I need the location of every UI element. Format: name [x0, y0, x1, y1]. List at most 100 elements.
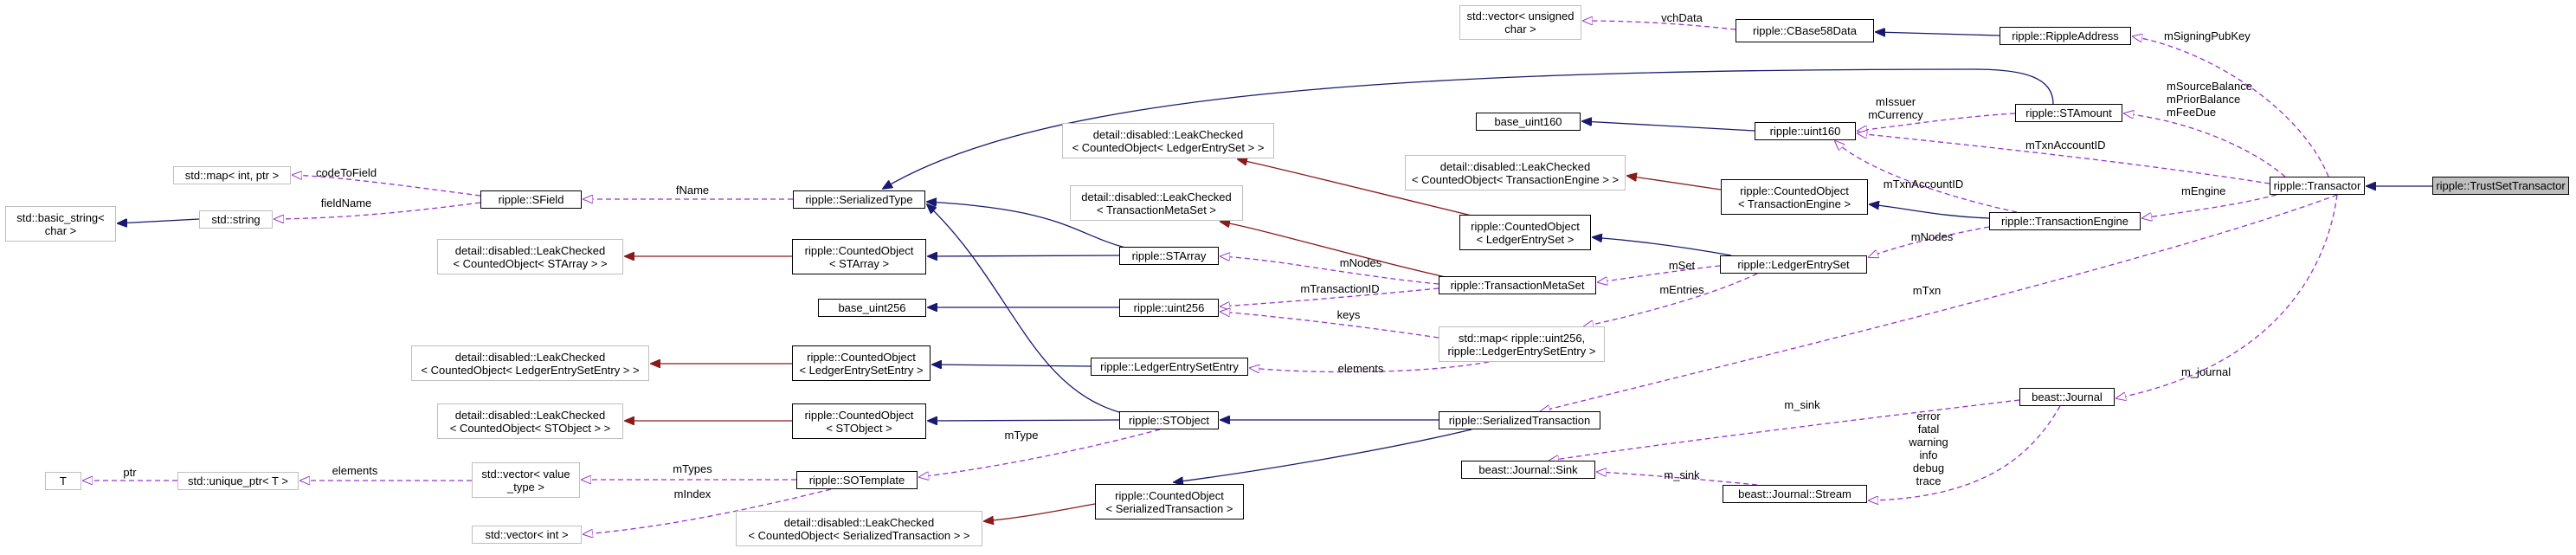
edge-address-to-cbase58	[1876, 32, 2000, 35]
edge-stamount-to-serializedtype	[883, 68, 2054, 189]
edge-label-m-sink-stream: m_sink	[1664, 468, 1700, 481]
node-label-line: < TransactionEngine >	[1737, 197, 1852, 210]
node-std-map-int-ptr: std::map< int, ptr >	[173, 166, 291, 184]
edge-label-ptr: ptr	[123, 466, 137, 479]
node-label-line: < CountedObject< TransactionEngine > >	[1411, 172, 1620, 186]
edge-txmetaset-to-leak	[1220, 222, 1446, 278]
node-label: ripple::SField	[498, 193, 564, 206]
edge-stx-to-counted	[1174, 429, 1472, 482]
node-uint256[interactable]: ripple::uint256	[1119, 299, 1219, 317]
node-label: ripple::TransactionEngine	[2001, 215, 2128, 228]
node-label-line: < CountedObject< LedgerEntrySetEntry > >	[421, 363, 640, 377]
node-counted-object-ledger-entry-set[interactable]: ripple::CountedObject< LedgerEntrySet >	[1459, 215, 1591, 250]
node-counted-object-starray[interactable]: ripple::CountedObject< STArray >	[792, 239, 926, 274]
edge-label-fname: fName	[675, 184, 710, 197]
node-label: beast::Journal::Sink	[1478, 463, 1578, 476]
node-label: ripple::SOTemplate	[808, 474, 905, 487]
edge-label-mengine: mEngine	[2181, 184, 2226, 197]
node-label-line: ripple::CountedObject	[1471, 219, 1580, 233]
node-counted-object-ledger-entry-set-entry[interactable]: ripple::CountedObject< LedgerEntrySetEnt…	[792, 345, 931, 381]
node-label: ripple::RippleAddress	[2012, 29, 2119, 42]
node-label-line: detail::disabled::LeakChecked	[454, 350, 606, 364]
node-ledger-entry-set-entry[interactable]: ripple::LedgerEntrySetEntry	[1091, 358, 1248, 376]
node-transaction-engine[interactable]: ripple::TransactionEngine	[1989, 212, 2141, 230]
node-label-line: ripple::CountedObject	[804, 408, 914, 422]
node-label-line: std::vector< value	[481, 467, 570, 481]
node-label-line: < STObject >	[826, 421, 892, 435]
node-stobject[interactable]: ripple::STObject	[1119, 411, 1219, 429]
edge-mnodes-engine	[1869, 226, 1990, 257]
edge-elements-map	[1250, 361, 1490, 372]
node-label: std::string	[211, 213, 261, 226]
node-label: std::unique_ptr< T >	[188, 474, 288, 487]
node-vector-int: std::vector< int >	[472, 526, 582, 544]
node-base-uint160[interactable]: base_uint160	[1476, 113, 1581, 131]
edge-mengine	[2142, 194, 2277, 218]
node-beast-journal[interactable]: beast::Journal	[2019, 388, 2115, 406]
edge-missuer-mcurrency	[1858, 113, 2016, 131]
node-counted-object-stobject[interactable]: ripple::CountedObject< STObject >	[792, 403, 926, 439]
node-t: T	[45, 472, 81, 490]
node-label-line: < SerializedTransaction >	[1105, 501, 1233, 515]
node-std-map-uint256: std::map< ripple::uint256,ripple::Ledger…	[1439, 326, 1605, 362]
node-leakchecked-serialized-transaction: detail::disabled::LeakChecked< CountedOb…	[736, 511, 982, 546]
node-label: ripple::LedgerEntrySetEntry	[1100, 360, 1239, 373]
edge-les-to-counted	[1593, 237, 1732, 256]
edge-mentries	[1584, 273, 1758, 326]
node-beast-journal-sink[interactable]: beast::Journal::Sink	[1461, 461, 1595, 479]
node-beast-journal-stream[interactable]: beast::Journal::Stream	[1723, 485, 1867, 503]
node-cbase58data[interactable]: ripple::CBase58Data	[1736, 19, 1874, 42]
node-label: ripple::STAmount	[2025, 106, 2112, 119]
node-std-string: std::string	[199, 210, 273, 229]
edge-lese-to-counted	[932, 365, 1092, 366]
edge-label-keys: keys	[1336, 308, 1361, 321]
node-leakchecked-transaction-meta-set: detail::disabled::LeakChecked< Transacti…	[1070, 185, 1243, 221]
edge-label-mtxnaccountid-top: mTxnAccountID	[2025, 139, 2106, 152]
node-label: ripple::STArray	[1131, 249, 1207, 262]
node-label-line: < STArray >	[828, 256, 890, 270]
edge-label-line: mFeeDue	[2167, 106, 2217, 119]
edge-label-fieldname: fieldName	[320, 197, 372, 210]
edge-string-to-basic-string	[118, 218, 200, 223]
node-leakchecked-transaction-engine: detail::disabled::LeakChecked< CountedOb…	[1405, 155, 1626, 190]
node-transactor[interactable]: ripple::Transactor	[2270, 177, 2365, 195]
edge-stobject-to-serializedtype	[927, 204, 1126, 415]
node-label: ripple::CBase58Data	[1753, 24, 1857, 37]
node-label-line: std::basic_string<	[16, 210, 105, 224]
node-starray[interactable]: ripple::STArray	[1119, 247, 1219, 265]
node-uint160[interactable]: ripple::uint160	[1755, 122, 1856, 140]
node-transaction-meta-set[interactable]: ripple::TransactionMetaSet	[1439, 276, 1596, 294]
node-base-uint256[interactable]: base_uint256	[818, 299, 926, 317]
node-serialized-transaction[interactable]: ripple::SerializedTransaction	[1439, 411, 1600, 429]
node-label: std::vector< int >	[485, 528, 569, 541]
edge-stream-members	[1869, 405, 2061, 500]
edge-amount-members	[2124, 113, 2286, 177]
edge-vchdata	[1583, 21, 1736, 30]
edge-starray-to-counted	[928, 255, 1120, 256]
node-leakchecked-starray: detail::disabled::LeakChecked< CountedOb…	[437, 239, 623, 274]
node-label-line: < CountedObject< STObject > >	[449, 421, 611, 435]
node-ledger-entry-set[interactable]: ripple::LedgerEntrySet	[1720, 255, 1867, 274]
node-label-line: < CountedObject< LedgerEntrySet > >	[1072, 140, 1265, 154]
node-vector-value-type: std::vector< value_type >	[472, 462, 580, 498]
edge-mtxnaccountid-top	[1858, 133, 2270, 184]
node-serialized-type[interactable]: ripple::SerializedType	[793, 190, 925, 209]
node-label-line: detail::disabled::LeakChecked	[454, 408, 606, 422]
node-label: ripple::uint256	[1133, 301, 1205, 314]
edge-uint160-to-base	[1582, 121, 1755, 132]
node-sfield[interactable]: ripple::SField	[480, 190, 582, 209]
edge-label-mtxn: mTxn	[1912, 284, 1942, 297]
node-stamount[interactable]: ripple::STAmount	[2015, 104, 2122, 122]
edge-mtype	[919, 429, 1161, 477]
node-counted-object-serialized-transaction[interactable]: ripple::CountedObject< SerializedTransac…	[1095, 484, 1244, 520]
node-label: base_uint160	[1494, 115, 1562, 128]
node-ripple-address[interactable]: ripple::RippleAddress	[2000, 27, 2131, 45]
edge-engine-to-counted	[1870, 204, 1990, 219]
node-sotemplate[interactable]: ripple::SOTemplate	[796, 471, 918, 489]
node-label-line: ripple::CountedObject	[1740, 184, 1849, 197]
node-leakchecked-ledger-entry-set: detail::disabled::LeakChecked< CountedOb…	[1062, 123, 1274, 158]
node-label-line: < LedgerEntrySetEntry >	[799, 363, 924, 377]
node-counted-object-transaction-engine[interactable]: ripple::CountedObject< TransactionEngine…	[1721, 179, 1868, 215]
